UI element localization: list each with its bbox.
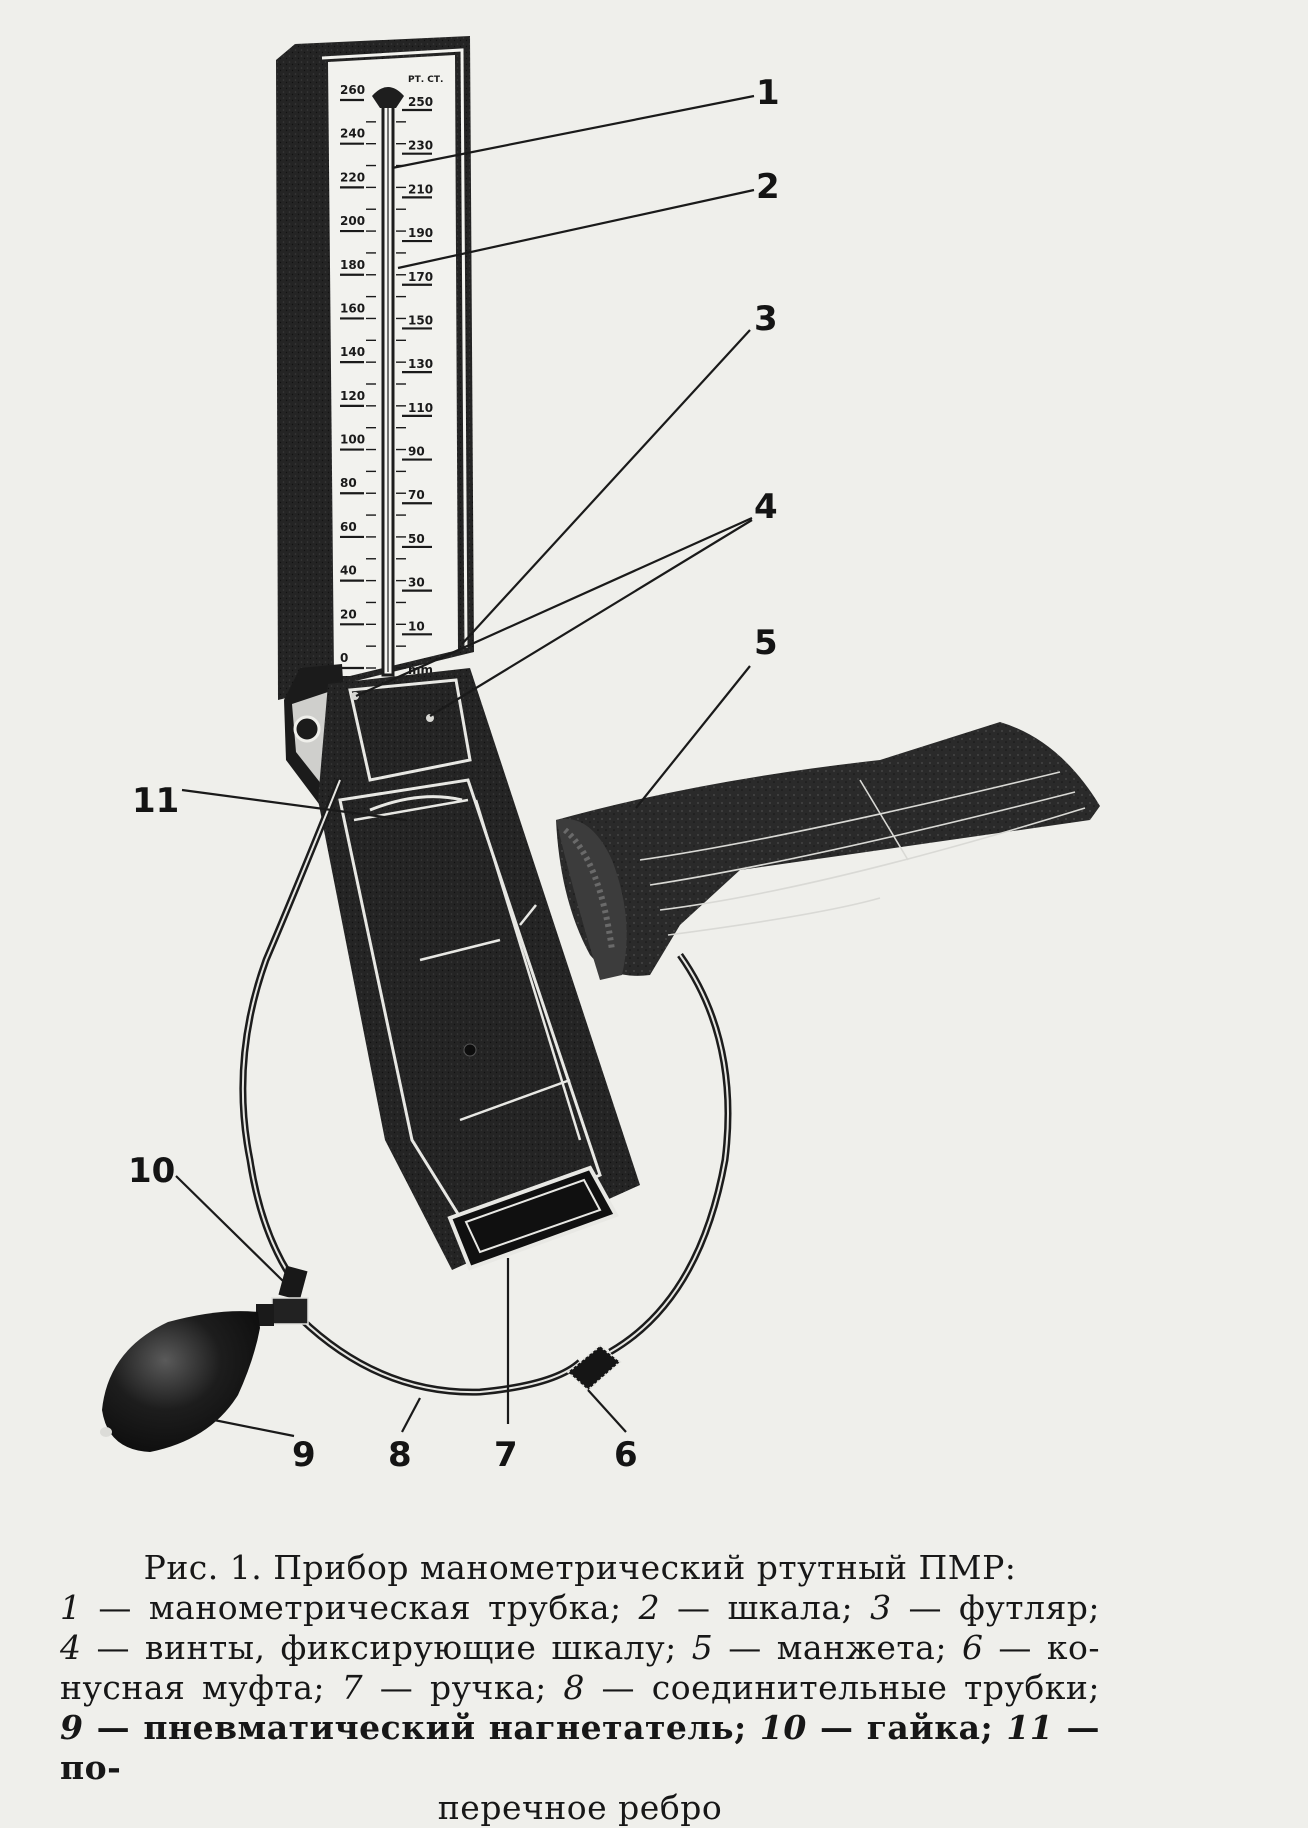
manometer-case-body [318, 668, 640, 1271]
callout-7: 7 [494, 1435, 518, 1475]
caption-line-3: нусная муфта; 7 — ручка; 8 — соединитель… [60, 1668, 1100, 1707]
callout-3: 3 [754, 299, 778, 339]
transverse-rib [369, 795, 463, 812]
scale-left-label: 180 [340, 258, 365, 272]
scale-right-label: 90 [408, 445, 425, 459]
fixing-screw [351, 692, 359, 700]
cuff [556, 722, 1100, 980]
callout-8: 8 [388, 1435, 412, 1475]
scale-left-label: 60 [340, 520, 357, 534]
callout-4: 4 [754, 487, 778, 527]
caption-title: Рис. 1. Прибор манометрический ртутный П… [143, 1548, 1017, 1587]
scale-right-label: 190 [408, 226, 433, 240]
scale-right-label: 110 [408, 401, 433, 415]
pneumatic-bulb [100, 1311, 260, 1452]
figure-caption: Рис. 1. Прибор манометрический ртутный П… [60, 1548, 1100, 1828]
scale-right-label: 150 [408, 313, 433, 327]
scale-right-label: 70 [408, 488, 425, 502]
caption-line-2: 4 — винты, фиксирующие шкалу; 5 — манжет… [60, 1628, 1101, 1667]
conical-coupling [566, 1344, 622, 1392]
caption-line-1: 1 — манометрическая трубка; 2 — шкала; 3… [60, 1588, 1101, 1627]
scale-left-label: 0 [340, 651, 348, 665]
scale-left-label: 200 [340, 214, 365, 228]
scale-right-label: 50 [408, 532, 425, 546]
callout-5: 5 [754, 623, 778, 663]
scale-right-label: 210 [408, 182, 433, 196]
scale-minor-ticks [366, 121, 406, 669]
connecting-tubes [239, 778, 732, 1396]
scale-left-label: 80 [340, 476, 357, 490]
callout-2: 2 [756, 167, 780, 207]
scale-left-label: 40 [340, 564, 357, 578]
scale-right-label: 130 [408, 357, 433, 371]
callout-10: 10 [128, 1151, 175, 1191]
scale-right-label: 170 [408, 270, 433, 284]
callout-9: 9 [292, 1435, 316, 1475]
scale-left-label: 20 [340, 607, 357, 621]
scale-left-label: 220 [340, 170, 365, 184]
callout-6: 6 [614, 1435, 638, 1475]
scale-left-label: 140 [340, 345, 365, 359]
nut [256, 1265, 309, 1326]
scale-right-label: 10 [408, 619, 425, 633]
scale-left-label: 120 [340, 389, 365, 403]
scale-left-label: 160 [340, 301, 365, 315]
callout-1: 1 [756, 73, 780, 113]
caption-line-4: 9 — пневматический нагнетатель; 10 — гай… [60, 1708, 1100, 1787]
callout-lines [175, 94, 755, 1438]
scale-top-label: РТ. СТ. [408, 75, 443, 85]
scale-right-label: 250 [408, 95, 433, 109]
scale-left-label: 260 [340, 83, 365, 97]
scale-right-label: 230 [408, 139, 433, 153]
manometer-case-lid: РТ. СТ. 26024022020018016014012010080604… [276, 36, 474, 700]
caption-line-5: перечное ребро [437, 1788, 723, 1827]
callout-11: 11 [132, 781, 179, 821]
scale-right-label: 30 [408, 576, 425, 590]
scale-left-label: 100 [340, 433, 365, 447]
callout-numbers: 1 2 3 4 5 6 7 8 9 10 11 [128, 73, 780, 1475]
scale-left-label: 240 [340, 127, 365, 141]
handle [447, 1165, 619, 1271]
